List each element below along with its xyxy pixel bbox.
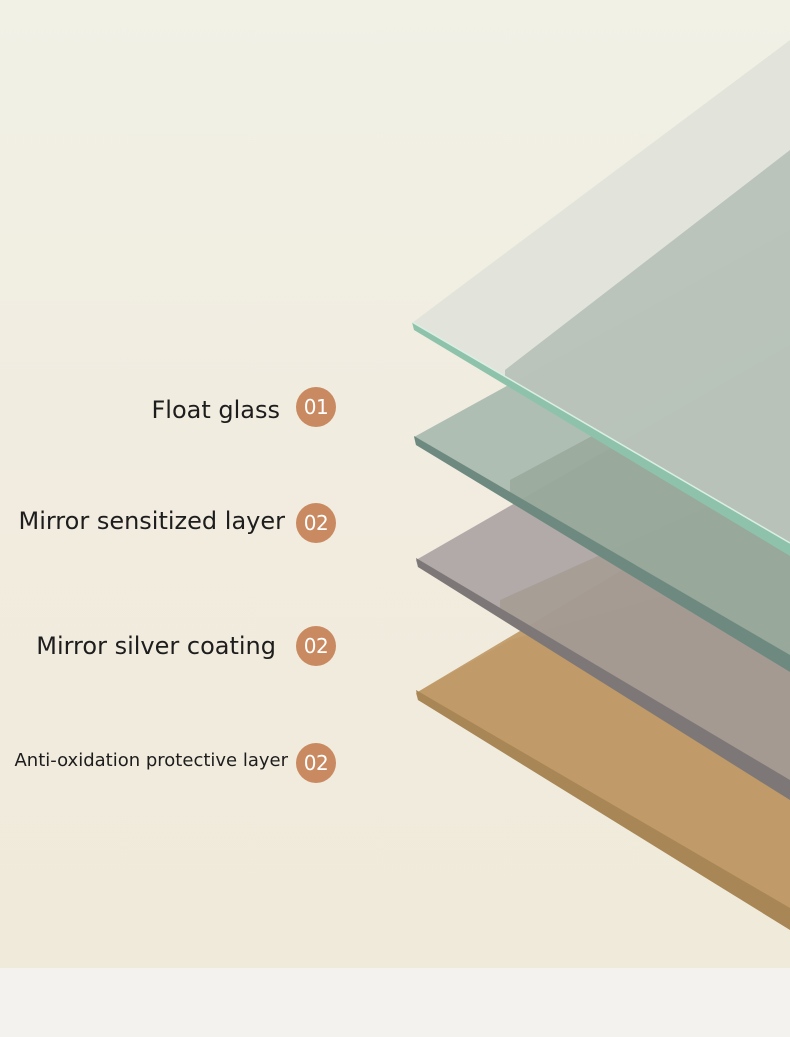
float-glass-plate <box>411 40 790 556</box>
layer-label-mirror-silver: Mirror silver coating <box>36 632 276 660</box>
layer-label-float-glass: Float glass <box>151 396 280 424</box>
layer-number-badge-2: 02 <box>296 503 336 543</box>
layer-label-anti-oxidation: Anti-oxidation protective layer <box>14 750 288 771</box>
layer-label-mirror-sensitized: Mirror sensitized layer <box>18 507 285 535</box>
footer-band <box>0 968 790 1037</box>
layer-number-badge-3: 02 <box>296 626 336 666</box>
layer-number-badge-4: 02 <box>296 743 336 783</box>
layer-number-badge-1: 01 <box>296 387 336 427</box>
